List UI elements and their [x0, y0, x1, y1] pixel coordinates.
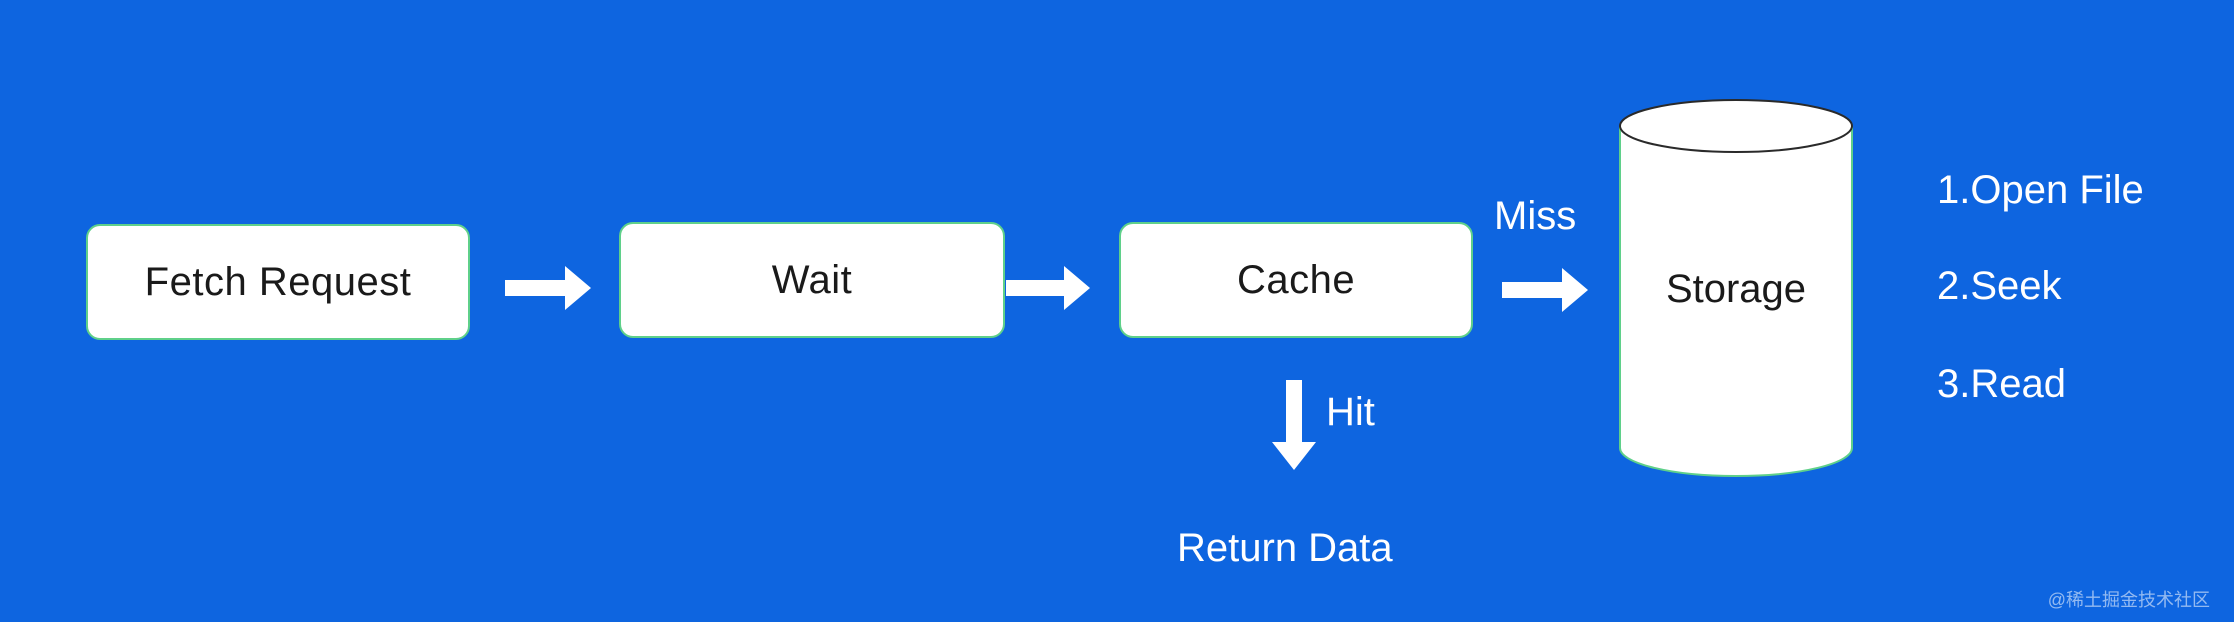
database-icon — [1619, 99, 1853, 477]
cache-label: Cache — [1236, 257, 1356, 302]
arrow-fetch-to-wait — [505, 266, 591, 310]
wait-label: Wait — [771, 257, 853, 302]
step-seek: 2.Seek — [1937, 264, 2062, 308]
wait-box: Wait — [619, 222, 1005, 338]
step-read: 3.Read — [1937, 362, 2066, 406]
storage-cylinder: Storage — [1618, 98, 1854, 480]
arrow-cache-to-return — [1272, 380, 1316, 470]
miss-label: Miss — [1494, 194, 1577, 238]
hit-label: Hit — [1326, 390, 1375, 434]
return-data-label: Return Data — [1177, 526, 1393, 570]
fetch-request-box: Fetch Request — [86, 224, 470, 340]
arrow-wait-to-cache — [1006, 266, 1090, 310]
step-open-file: 1.Open File — [1937, 168, 2144, 212]
storage-label: Storage — [1665, 266, 1807, 311]
watermark: @稀土掘金技术社区 — [2047, 590, 2210, 610]
fetch-request-label: Fetch Request — [144, 259, 412, 304]
arrow-cache-to-storage — [1502, 268, 1588, 312]
cache-box: Cache — [1119, 222, 1473, 338]
